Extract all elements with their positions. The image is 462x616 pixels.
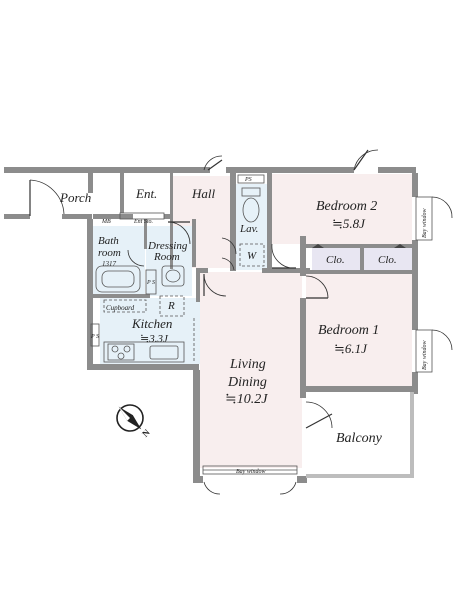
entrance-label: Ent. bbox=[135, 186, 157, 201]
bay-window-right-bottom-label: Bay window bbox=[422, 341, 428, 371]
lavatory-floor bbox=[236, 184, 267, 240]
dressing-floor bbox=[146, 226, 192, 296]
dressing-label-line2: Room bbox=[153, 251, 180, 263]
bathroom-label-line1: Bath bbox=[98, 235, 119, 247]
living-label-line1: Living bbox=[229, 357, 266, 372]
lavatory-label: Lav. bbox=[239, 223, 258, 235]
entrance-floor bbox=[124, 176, 170, 214]
compass-ring bbox=[116, 404, 144, 432]
refrigerator-label: R bbox=[167, 300, 175, 312]
fixtures bbox=[90, 174, 265, 363]
closet-floor-a bbox=[312, 248, 360, 270]
wash-basin bbox=[161, 265, 185, 287]
ent-storage-label: Ent Sto. bbox=[133, 219, 153, 225]
washer-pan bbox=[239, 243, 265, 267]
ps-kitchen-label: P S bbox=[146, 280, 155, 286]
bay-window-right-top-label: Bay window bbox=[422, 209, 428, 239]
balcony-label: Balcony bbox=[336, 431, 383, 446]
closet-label-a: Clo. bbox=[326, 254, 345, 266]
dressing-label-line1: Dressing bbox=[147, 240, 188, 252]
walls bbox=[4, 167, 418, 483]
kitchen-counter bbox=[103, 341, 185, 363]
bedroom2-label: Bedroom 2 bbox=[316, 199, 377, 214]
bathtub bbox=[95, 265, 141, 293]
living-label-line2: Dining bbox=[227, 375, 267, 390]
cupboard-label: Cupboard bbox=[106, 304, 135, 312]
toilet bbox=[241, 187, 261, 197]
balcony-floor bbox=[306, 394, 412, 476]
bay-window-bottom-label: Bay window bbox=[236, 469, 266, 475]
bedroom2-floor bbox=[270, 174, 412, 244]
bathroom-label-line2: room bbox=[98, 247, 121, 259]
mb-label: MB bbox=[101, 219, 111, 225]
windows bbox=[119, 196, 433, 475]
bedroom2-size-label: ≒5.8J bbox=[332, 216, 366, 231]
kitchen-size-label: ≒3.3J bbox=[140, 333, 169, 345]
living-size-label: ≒10.2J bbox=[225, 392, 268, 407]
washer-floor bbox=[236, 240, 267, 270]
washer-label: W bbox=[247, 250, 257, 262]
closet-label-b: Clo. bbox=[378, 254, 397, 266]
bedroom1-size-label: ≒6.1J bbox=[334, 341, 368, 356]
bedroom1-label: Bedroom 1 bbox=[318, 323, 379, 338]
kitchen-stove bbox=[107, 343, 135, 361]
porch-floor bbox=[8, 174, 88, 216]
ps-left-label: P S bbox=[90, 334, 99, 340]
room-labels: Porch Ent. Hall MB Ent Sto. Bath room 13… bbox=[59, 177, 428, 475]
bathroom-size-label: 1317 bbox=[102, 260, 117, 268]
compass: N bbox=[116, 404, 152, 439]
bathroom-floor bbox=[93, 226, 145, 296]
kitchen-sink bbox=[149, 345, 179, 360]
porch-label: Porch bbox=[59, 190, 91, 205]
bedroom1-floor bbox=[306, 272, 412, 386]
doors bbox=[29, 149, 453, 495]
ps-top-label: PS bbox=[244, 177, 252, 183]
living-floor bbox=[200, 272, 302, 468]
compass-label: N bbox=[140, 427, 152, 439]
hall-label: Hall bbox=[191, 186, 216, 201]
refrigerator-space bbox=[159, 295, 185, 317]
cupboard-outline bbox=[103, 299, 147, 313]
closet-floor-b bbox=[364, 248, 412, 270]
north-arrow-icon bbox=[118, 406, 142, 430]
kitchen-label: Kitchen bbox=[131, 316, 172, 331]
